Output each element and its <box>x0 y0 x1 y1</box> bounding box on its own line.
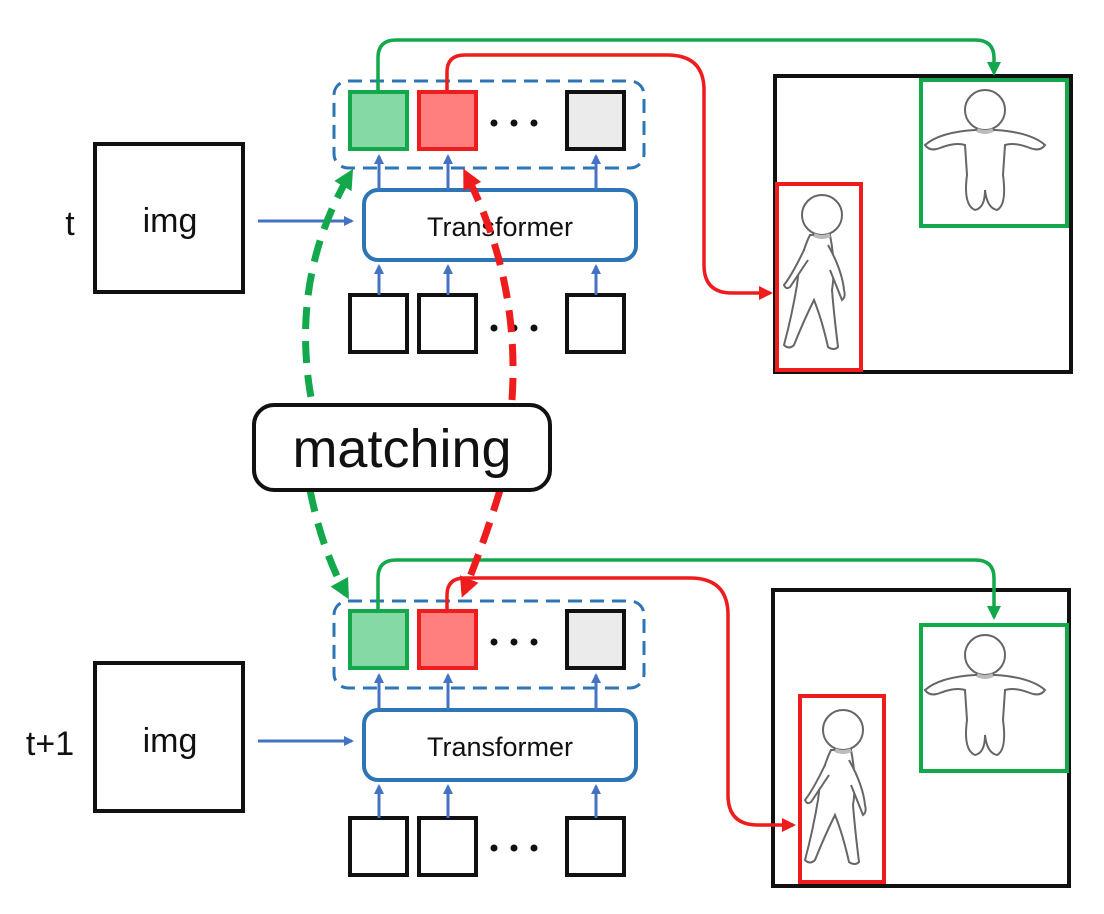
frame-t-plus-1: t+1 img Transformer <box>26 558 1071 888</box>
input-image-box <box>93 661 245 813</box>
ellipsis-icon <box>490 638 538 646</box>
bbox-green <box>919 623 1069 773</box>
query-box-gray <box>565 90 626 151</box>
input-query-box <box>565 816 626 877</box>
output-queries-group <box>332 79 646 170</box>
green-matching-arrow-up <box>302 168 354 431</box>
time-label-t: t <box>65 205 75 243</box>
query-box-green <box>348 90 409 151</box>
time-label-t-plus-1: t+1 <box>26 725 74 763</box>
input-image-label: img <box>143 202 198 240</box>
transformer-block <box>362 708 638 782</box>
transformer-label: Transformer <box>427 212 573 242</box>
green-query-to-bbox-arrow <box>376 38 1001 92</box>
query-box-green <box>348 609 409 670</box>
bbox-red <box>775 182 863 372</box>
frame-t: t img Transformer <box>65 38 1073 374</box>
bbox-red <box>798 694 886 884</box>
query-box-gray <box>565 609 626 670</box>
query-box-red <box>417 90 478 151</box>
input-query-box <box>348 816 409 877</box>
input-query-box <box>565 293 626 354</box>
matching-label: matching <box>292 419 511 479</box>
transformer-label: Transformer <box>427 732 573 762</box>
input-image-label: img <box>143 722 198 760</box>
input-query-box <box>417 293 478 354</box>
matching-links <box>302 168 517 600</box>
bbox-green <box>919 78 1069 228</box>
transformer-output-arrows <box>374 154 601 190</box>
query-input-arrows <box>374 264 601 295</box>
red-query-to-bbox-arrow <box>445 53 773 300</box>
matching-box <box>252 403 552 492</box>
transformer-output-arrows <box>374 673 601 710</box>
query-box-red <box>417 609 478 670</box>
green-query-to-bbox-arrow <box>376 558 1001 620</box>
input-query-box <box>417 816 478 877</box>
query-input-arrows <box>374 784 601 818</box>
input-image-box <box>93 142 245 294</box>
ellipsis-icon <box>490 119 538 127</box>
green-matching-arrow-down <box>306 489 350 600</box>
ellipsis-icon <box>490 844 538 852</box>
output-queries-group <box>332 599 646 690</box>
input-query-box <box>348 293 409 354</box>
red-matching-arrow-up <box>462 168 517 401</box>
red-matching-arrow-down <box>459 488 504 598</box>
red-query-to-bbox-arrow <box>445 576 796 832</box>
